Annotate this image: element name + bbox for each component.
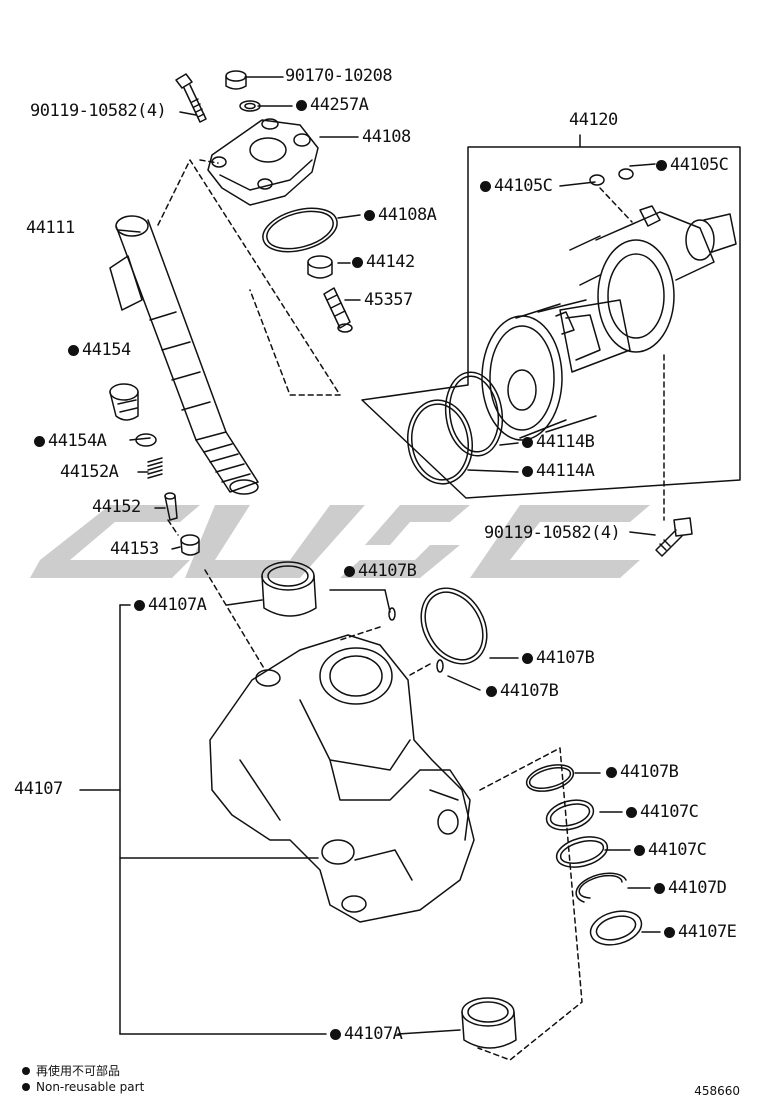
- callout-label: 44107B: [344, 563, 417, 580]
- nonreusable-dot-icon: [486, 686, 497, 697]
- legend-nonreusable-en: Non-reusable part: [22, 1080, 144, 1094]
- spring-icon: [147, 457, 163, 479]
- drawing-code: 458660: [694, 1084, 740, 1098]
- callout-label: 44107E: [664, 924, 737, 941]
- piston-ring-icon: [444, 371, 504, 457]
- nonreusable-dot-icon: [522, 466, 533, 477]
- washer-icon: [239, 100, 261, 112]
- small-o-ring-icon: [135, 433, 157, 447]
- nonreusable-dot-icon: [522, 437, 533, 448]
- callout-label: 44107B: [606, 764, 679, 781]
- nonreusable-dot-icon: [664, 927, 675, 938]
- small-o-ring-icon: [388, 607, 396, 621]
- small-o-ring-icon: [436, 659, 444, 673]
- callout-label: 90119-10582(4): [30, 101, 167, 121]
- valve-cover-icon: [207, 118, 319, 206]
- callout-label: 44154A: [34, 433, 107, 450]
- pin-icon: [164, 492, 178, 521]
- nonreusable-dot-icon: [352, 257, 363, 268]
- callout-label: 44107B: [486, 683, 559, 700]
- nonreusable-dot-icon: [344, 566, 355, 577]
- callout-label: 44114A: [522, 463, 595, 480]
- nonreusable-dot-icon: [68, 345, 79, 356]
- needle-bearing-icon: [461, 997, 517, 1049]
- snap-ring-icon: [575, 872, 627, 903]
- sector-shaft-icon: [109, 215, 259, 495]
- control-valve-icon: [555, 168, 737, 373]
- nonreusable-dot-icon: [22, 1067, 30, 1075]
- callout-label: 44111: [26, 218, 75, 238]
- callout-label: 44107A: [134, 597, 207, 614]
- callout-label: 44107A: [330, 1026, 403, 1043]
- callout-label: 44105C: [480, 178, 553, 195]
- callout-label: 90119-10582(4): [484, 523, 621, 543]
- callout-label: 44108A: [364, 207, 437, 224]
- seal-ring-icon: [555, 836, 609, 868]
- nonreusable-dot-icon: [296, 100, 307, 111]
- seal-icon: [307, 255, 333, 279]
- nonreusable-dot-icon: [22, 1083, 30, 1091]
- callout-label: 44107C: [634, 842, 707, 859]
- nut-icon: [225, 70, 247, 90]
- watermark-logo: [30, 505, 650, 578]
- callout-label: 44107D: [654, 880, 727, 897]
- plug-icon: [109, 383, 139, 421]
- callout-label: 44142: [352, 254, 415, 271]
- callout-label: 44107: [14, 779, 63, 799]
- dashed-guides: [157, 159, 665, 1061]
- callout-label: 44108: [362, 127, 411, 147]
- large-o-ring-icon: [420, 587, 488, 665]
- nonreusable-dot-icon: [522, 653, 533, 664]
- oil-seal-icon: [589, 910, 643, 946]
- plunger-icon: [180, 534, 200, 556]
- nonreusable-dot-icon: [480, 181, 491, 192]
- callout-label: 44154: [68, 342, 131, 359]
- callout-label: 45357: [364, 290, 413, 310]
- nonreusable-dot-icon: [654, 883, 665, 894]
- bolt-icon: [175, 73, 207, 123]
- nonreusable-dot-icon: [134, 600, 145, 611]
- nonreusable-dot-icon: [634, 845, 645, 856]
- callout-label: 44120: [569, 110, 618, 130]
- nonreusable-dot-icon: [330, 1029, 341, 1040]
- nonreusable-dot-icon: [606, 767, 617, 778]
- legend-nonreusable-jp: 再使用不可部品: [22, 1062, 120, 1079]
- nonreusable-dot-icon: [364, 210, 375, 221]
- callout-label: 44152: [92, 497, 141, 517]
- gear-housing-icon: [209, 634, 475, 923]
- callout-label: 44114B: [522, 434, 595, 451]
- seal-ring-icon: [545, 799, 595, 831]
- nonreusable-dot-icon: [626, 807, 637, 818]
- callout-label: 44152A: [60, 462, 119, 482]
- seal-ring-icon: [525, 764, 575, 792]
- bolt-icon: [655, 517, 693, 557]
- nonreusable-dot-icon: [656, 160, 667, 171]
- callout-label: 44105C: [656, 157, 729, 174]
- piston-ring-outer-icon: [407, 399, 473, 485]
- o-ring-icon: [262, 207, 338, 253]
- leader-lines: [79, 76, 661, 1035]
- assembly-bracket-44120: [361, 134, 741, 499]
- callout-label: 44107B: [522, 650, 595, 667]
- callout-label: 44153: [110, 539, 159, 559]
- callout-label: 90170-10208: [285, 66, 393, 86]
- callout-label: 44257A: [296, 97, 369, 114]
- needle-bearing-icon: [261, 561, 317, 617]
- adjusting-screw-icon: [323, 287, 353, 333]
- callout-label: 44107C: [626, 804, 699, 821]
- nonreusable-dot-icon: [34, 436, 45, 447]
